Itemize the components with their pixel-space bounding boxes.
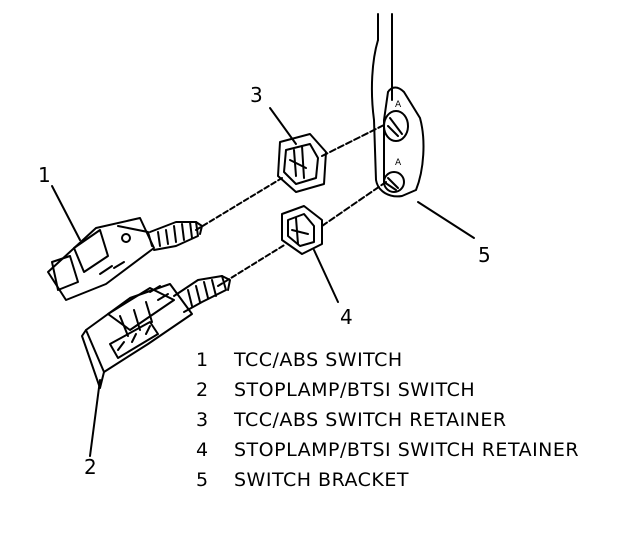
legend-number: 5 (196, 469, 209, 491)
callout-4: 4 (340, 305, 353, 329)
callout-1: 1 (38, 163, 51, 187)
legend-label: SWITCH BRACKET (234, 469, 410, 491)
callout-5: 5 (478, 243, 491, 267)
legend: 1 TCC/ABS SWITCH 2 STOPLAMP/BTSI SWITCH … (196, 345, 636, 495)
legend-item: 2 STOPLAMP/BTSI SWITCH (196, 375, 636, 405)
leader-lines (51, 107, 475, 457)
callout-3: 3 (250, 83, 263, 107)
legend-label: STOPLAMP/BTSI SWITCH (234, 379, 476, 401)
legend-item: 4 STOPLAMP/BTSI SWITCH RETAINER (196, 435, 636, 465)
legend-item: 3 TCC/ABS SWITCH RETAINER (196, 405, 636, 435)
svg-text:A: A (395, 100, 402, 110)
stoplamp-btsi-switch-icon (81, 275, 231, 389)
legend-label: TCC/ABS SWITCH RETAINER (234, 409, 507, 431)
tcc-abs-switch-icon (47, 217, 203, 301)
legend-number: 4 (196, 439, 209, 461)
legend-number: 1 (196, 349, 209, 371)
svg-text:A: A (395, 158, 402, 168)
callout-2: 2 (84, 455, 97, 479)
switch-bracket-icon: A A (370, 13, 425, 198)
retainer-icon (281, 205, 323, 255)
legend-item: 1 TCC/ABS SWITCH (196, 345, 636, 375)
legend-item: 5 SWITCH BRACKET (196, 465, 636, 495)
legend-number: 3 (196, 409, 209, 431)
legend-label: TCC/ABS SWITCH (234, 349, 403, 371)
legend-label: STOPLAMP/BTSI SWITCH RETAINER (234, 439, 580, 461)
retainer-icon (277, 133, 327, 193)
legend-number: 2 (196, 379, 209, 401)
